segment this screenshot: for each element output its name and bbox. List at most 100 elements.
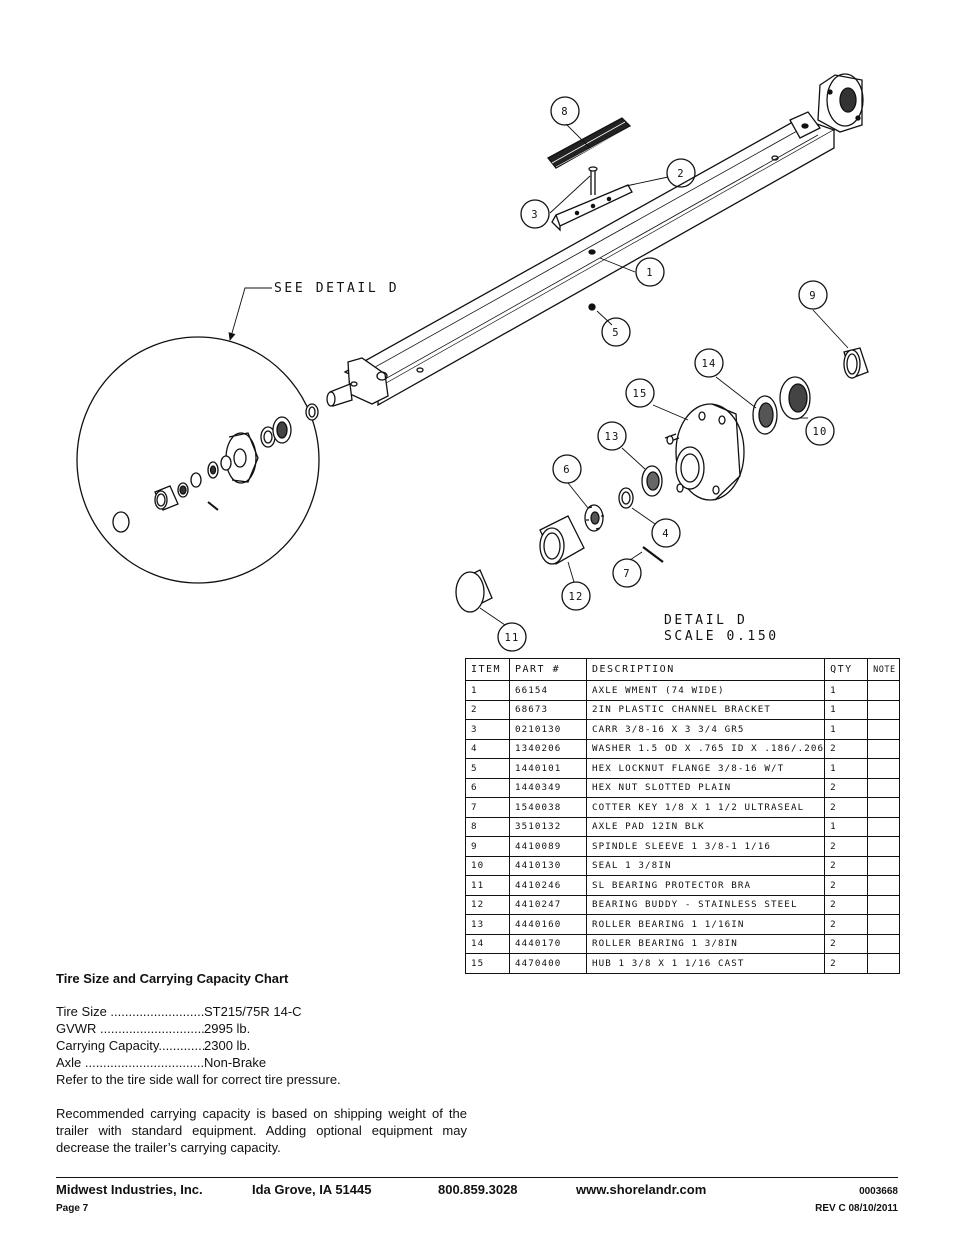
description-cell: CARR 3/8-16 X 3 3/4 GR5 [585,719,826,740]
note-cell [867,699,901,720]
callout-1 [635,257,665,287]
callout-label: 9 [809,290,817,302]
callout-11 [497,622,527,652]
description-cell: SEAL 1 3/8IN [585,855,826,876]
revision: REV C 08/10/2011 [815,1203,898,1214]
callout-label: 5 [612,327,620,339]
item-cell: 1 [465,680,510,701]
item-cell: 8 [465,816,510,837]
detail-scale: SCALE 0.150 [664,629,779,644]
callout-13 [597,421,627,451]
bearing-buddy [539,515,585,565]
callout-label: 8 [561,106,569,118]
note-cell [867,758,901,779]
qty-cell: 2 [824,894,869,915]
col-item: ITEM [465,658,510,681]
callout-label: 6 [563,464,571,476]
qty-cell: 2 [824,933,869,954]
callout-10 [805,416,835,446]
item-cell: 7 [465,797,510,818]
footer-city: Ida Grove, IA 51445 [252,1182,372,1197]
part-cell: 1440101 [509,758,587,779]
page-number: Page 7 [56,1203,89,1214]
description-cell: WASHER 1.5 OD X .765 ID X .186/.206 [585,738,826,759]
left-spindle [326,357,389,407]
note-cell [867,953,901,974]
description-cell: BEARING BUDDY - STAINLESS STEEL [585,894,826,915]
item-cell: 14 [465,933,510,954]
leader-lines [228,123,849,626]
footer-phone: 800.859.3028 [438,1182,518,1197]
item-cell: 6 [465,777,510,798]
description-cell: SL BEARING PROTECTOR BRA [585,875,826,896]
callout-label: 12 [568,591,583,603]
item-cell: 9 [465,836,510,857]
note-cell [867,777,901,798]
qty-cell: 1 [824,816,869,837]
callout-15 [625,378,655,408]
col-part: PART # [509,658,587,681]
note-cell [867,719,901,740]
note-cell [867,797,901,818]
callout-label: 11 [504,632,519,644]
callout-label: 3 [531,209,539,221]
spec-row: Carrying Capacity.................. 2300… [56,1037,467,1054]
note-cell [867,875,901,896]
bearing-protector [455,569,493,613]
callout-label: 1 [646,267,654,279]
carriage-bolt [588,166,598,195]
note-cell [867,816,901,837]
description-cell: 2IN PLASTIC CHANNEL BRACKET [585,699,826,720]
callout-7 [612,558,642,588]
tire-chart: Tire Size and Carrying Capacity Chart Ti… [56,970,467,1156]
part-cell: 4410130 [509,855,587,876]
part-cell: 1540038 [509,797,587,818]
footer-company: Midwest Industries, Inc. [56,1182,203,1197]
part-cell: 68673 [509,699,587,720]
item-cell: 13 [465,914,510,935]
col-note: NOTE [867,658,901,681]
qty-cell: 2 [824,738,869,759]
seal [779,376,811,420]
spec-row: Axle ...................................… [56,1054,467,1071]
callout-label: 13 [604,431,619,443]
part-cell: 4410089 [509,836,587,857]
part-cell: 1440349 [509,777,587,798]
callout-14 [694,348,724,378]
capacity-note: Recommended carrying capacity is based o… [56,1106,467,1155]
callout-bubbles [497,96,835,652]
callout-label: 7 [623,568,631,580]
callout-6 [552,454,582,484]
spec-value: 2995 lb. [204,1021,251,1036]
qty-cell: 2 [824,855,869,876]
axle-pad [547,117,632,169]
note-cell [867,894,901,915]
footer-divider [56,1177,898,1178]
callout-label: 10 [812,426,827,438]
see-detail-label: SEE DETAIL D [274,281,400,296]
note-cell [867,914,901,935]
part-cell: 4440160 [509,914,587,935]
spindle-sleeve [843,347,869,379]
note-cell [867,680,901,701]
part-cell: 4470400 [509,953,587,974]
spec-value: Non-Brake [204,1055,267,1070]
qty-cell: 2 [824,953,869,974]
spec-row: GVWR ...................................… [56,1020,467,1037]
item-cell: 15 [465,953,510,974]
spec-label: Tire Size ..............................… [56,1004,204,1019]
callout-label: 2 [677,168,685,180]
callout-label: 14 [701,358,716,370]
callout-label: 4 [662,528,670,540]
item-cell: 12 [465,894,510,915]
roller-bearing-large [752,395,778,435]
